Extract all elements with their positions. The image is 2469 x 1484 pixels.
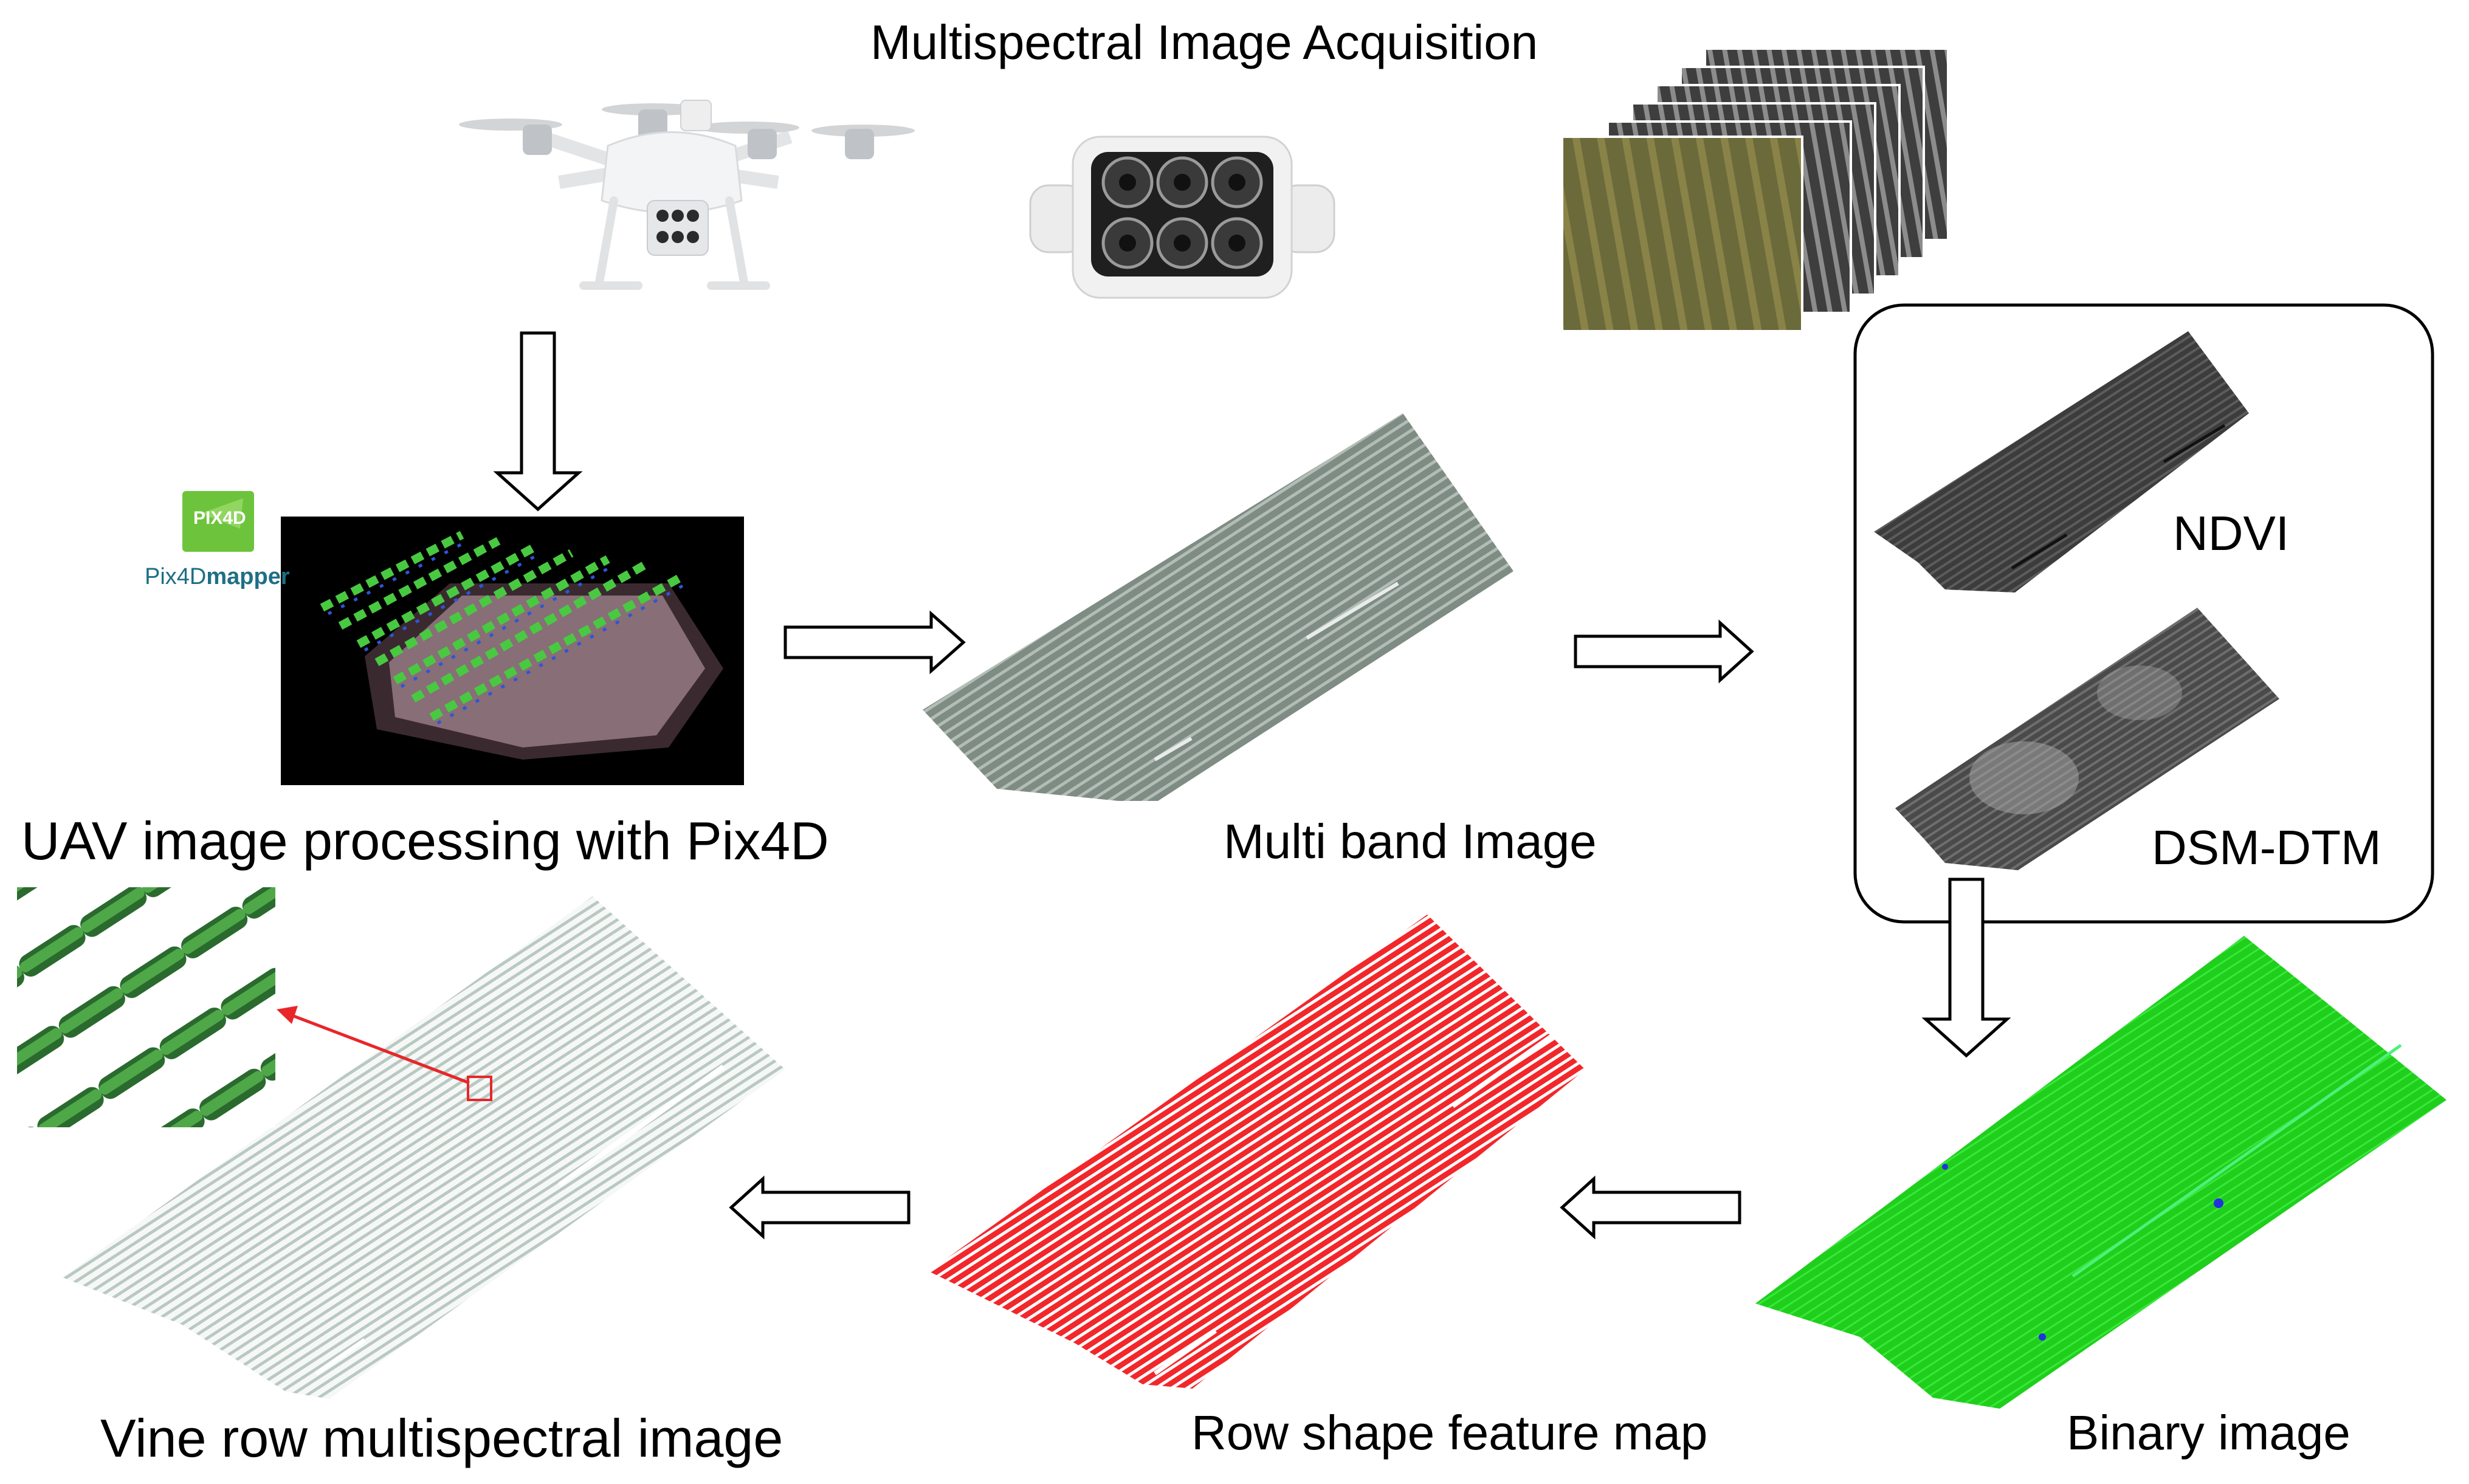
multi-band-image: [923, 413, 1513, 801]
label-dsm-dtm: DSM-DTM: [2152, 820, 2381, 874]
left-arrow-2: [729, 1175, 911, 1240]
label-vine-row: Vine row multispectral image: [100, 1408, 783, 1468]
label-multi-band: Multi band Image: [1224, 814, 1597, 868]
label-uav-processing: UAV image processing with Pix4D: [21, 811, 829, 871]
logo-wordmark: Pix4Dmapper: [145, 565, 290, 588]
label-row-shape: Row shape feature map: [1191, 1406, 1708, 1460]
dsm-dtm-image: [1895, 608, 2279, 870]
right-arrow-2: [1574, 619, 1754, 684]
logo-badge-text: PIX4D: [193, 508, 246, 528]
label-binary-image: Binary image: [2067, 1406, 2350, 1460]
zoom-pointer-arrow: [277, 1006, 470, 1085]
ndvi-image: [1874, 331, 2249, 593]
title-multispectral-acquisition: Multispectral Image Acquisition: [870, 15, 1538, 69]
drone-icon: [459, 100, 915, 290]
row-shape-feature-map: [929, 915, 1585, 1389]
zoom-region-marker: [467, 1076, 492, 1101]
down-arrow-drone: [493, 331, 583, 512]
pix4d-logo: [182, 491, 254, 552]
binary-image: [1755, 936, 2447, 1409]
label-ndvi: NDVI: [2173, 506, 2290, 560]
logo-brand-suffix: mapper: [206, 564, 290, 589]
vine-row-multispectral-image: [63, 896, 785, 1399]
down-arrow-box: [1921, 878, 2011, 1058]
multispectral-camera-icon: [1029, 136, 1335, 299]
pix4d-processing-screenshot: [281, 517, 744, 785]
logo-brand-prefix: Pix4D: [145, 564, 207, 589]
right-arrow-1: [783, 610, 966, 675]
derived-layers-box: [1853, 303, 2434, 924]
band-image-stack-icon: [1561, 47, 1949, 332]
left-arrow-1: [1560, 1175, 1741, 1240]
vine-zoom-inset: [17, 887, 275, 1127]
